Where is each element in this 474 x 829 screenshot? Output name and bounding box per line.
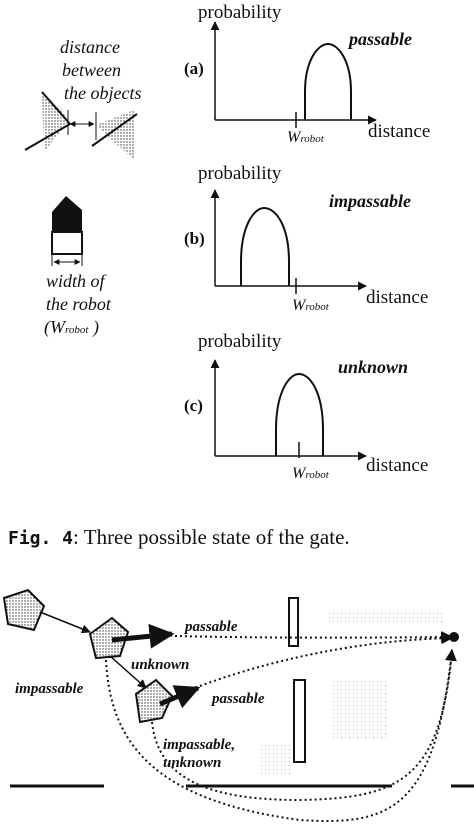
path-passable-2 (199, 632, 454, 687)
path-label-unknown: unknown (131, 657, 190, 673)
graph-b-wrobot: Wrobot (292, 297, 329, 314)
figure-caption: Fig. 4: Three possible state of the gate… (8, 525, 350, 549)
heading-arrow-2 (159, 685, 201, 709)
graph-a-wrobot: Wrobot (287, 129, 324, 146)
graph-c-curve (275, 372, 324, 456)
graph-c-wrobot: Wrobot (292, 465, 329, 482)
graph-b-curve (240, 206, 290, 286)
move-arrow-2 (109, 655, 147, 689)
graph-a-curve (304, 42, 352, 120)
path-label-impassable: impassable (15, 681, 84, 697)
heading-arrow-1 (111, 623, 175, 649)
graph-a-xlabel: distance (368, 121, 431, 142)
faint-smudge-2 (332, 680, 388, 740)
path-label-passable-2: passable (212, 691, 265, 707)
robot-illustration (51, 196, 83, 266)
obstacle-middle (293, 679, 306, 763)
robot-start (2, 588, 46, 632)
graph-a-state: passable (349, 29, 412, 49)
distance-label-line1: distance (60, 37, 120, 57)
distance-label-line3: the objects (64, 83, 142, 103)
graph-b-xlabel: distance (366, 287, 429, 308)
goal-point (449, 632, 459, 642)
graph-c-state: unknown (338, 357, 409, 377)
graph-b-tag: (b) (184, 229, 205, 248)
width-label-line2: the robot (46, 294, 111, 314)
graph-b (210, 189, 367, 294)
graph-a-ylabel: probability (198, 2, 282, 23)
graph-a (210, 21, 377, 128)
path-label-passable-1: passable (185, 619, 238, 635)
path-label-impassable-unknown-1: impassable, (163, 737, 236, 753)
graph-c-xlabel: distance (366, 455, 429, 476)
graph-c-ylabel: probability (198, 331, 282, 352)
path-passable-1 (174, 631, 454, 644)
path-impassable-2 (151, 651, 453, 802)
path-impassable-1 (105, 648, 457, 823)
faint-smudge-1 (326, 610, 442, 624)
graph-b-state: impassable (329, 191, 412, 211)
width-label-line3: (Wrobot ) (44, 317, 99, 337)
width-label-line1: width of (46, 271, 105, 291)
graph-b-ylabel: probability (198, 163, 282, 184)
path-diagram (2, 588, 474, 823)
obstacle-top (288, 597, 299, 647)
robot-third (134, 678, 174, 724)
graph-c-tag: (c) (184, 396, 203, 415)
faint-smudge-3 (258, 744, 292, 774)
objects-gap-illustration (24, 91, 138, 160)
graph-a-tag: (a) (184, 59, 204, 78)
move-arrow-1 (39, 611, 91, 634)
graph-c (210, 359, 367, 461)
path-label-impassable-unknown-2: unknown (163, 755, 222, 771)
distance-label-line2: between (62, 60, 121, 80)
robot-second (88, 616, 130, 660)
